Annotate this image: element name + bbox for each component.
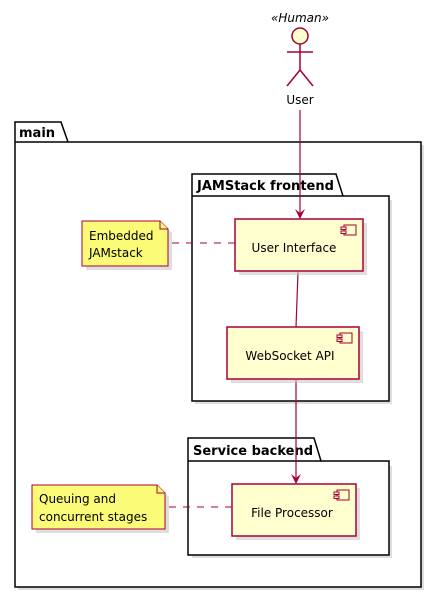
- actor-stereotype: «Human»: [271, 11, 329, 25]
- component-fp-label: File Processor: [251, 506, 333, 520]
- note-jam-line2: JAMstack: [88, 246, 143, 260]
- package-frontend-label: JAMStack frontend: [196, 179, 334, 194]
- connections: [169, 110, 305, 508]
- component-user-interface: User Interface: [234, 218, 367, 275]
- note-queuing: Queuing and concurrent stages: [31, 484, 169, 533]
- component-icon: [336, 332, 353, 344]
- note-embedded-jamstack: Embedded JAMstack: [81, 220, 172, 270]
- component-websocket-api: WebSocket API: [226, 326, 363, 383]
- note-queue-line1: Queuing and: [39, 492, 116, 506]
- component-ui-label: User Interface: [252, 241, 337, 255]
- package-main-label: main: [19, 126, 55, 141]
- component-ws-label: WebSocket API: [245, 349, 334, 363]
- actor-user: «Human» User: [271, 11, 329, 107]
- link-ui-to-ws: [295, 271, 299, 328]
- component-icon: [340, 224, 357, 236]
- actor-label: User: [286, 93, 313, 107]
- package-backend-label: Service backend: [193, 444, 313, 459]
- actor-figure-icon: [286, 27, 314, 87]
- component-icon: [333, 489, 350, 501]
- note-queue-line2: concurrent stages: [39, 510, 147, 524]
- component-file-processor: File Processor: [231, 483, 360, 540]
- note-jam-line1: Embedded: [89, 229, 154, 243]
